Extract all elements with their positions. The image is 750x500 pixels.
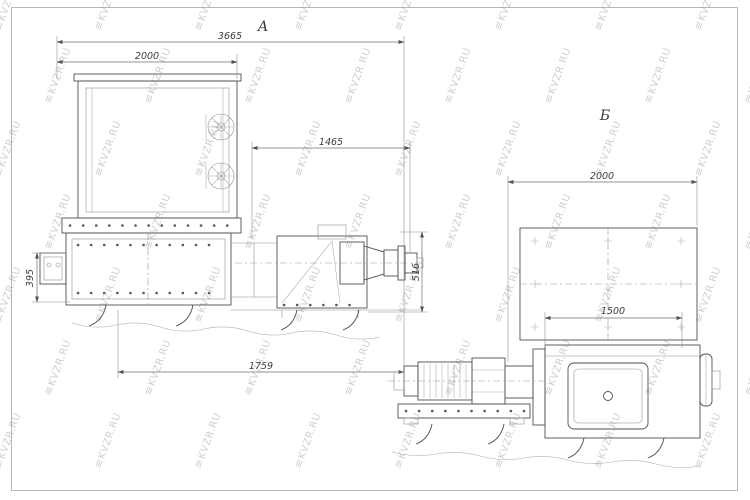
view-a-label: А [257, 19, 269, 35]
side-flange-inner [43, 256, 63, 281]
frame-top-box [317, 224, 347, 240]
frame-brace [281, 240, 341, 304]
view-b-machine [388, 227, 721, 468]
view-a-machine [39, 73, 425, 340]
fan-bottom [207, 162, 235, 190]
dim-text-discharge-height: 516 [411, 263, 422, 281]
base-foot-left [403, 417, 419, 425]
plan-cross-marks [531, 237, 685, 331]
view-b-dimensions: 2000 1500 Б [507, 108, 698, 362]
hopper-body [77, 80, 238, 219]
side-flange-bolt [55, 262, 61, 268]
dim-text-overall-width-b: 2000 [590, 171, 614, 182]
ground-line-b [391, 451, 701, 468]
hopper-wall-lines [91, 88, 224, 212]
transition-chute [231, 242, 277, 298]
extension-lines-b [507, 176, 698, 362]
plan-centerlines [520, 228, 697, 340]
access-door-inner [573, 368, 643, 424]
dim-text-side-offset: 395 [25, 269, 36, 287]
access-door [567, 362, 649, 430]
dim-text-inner-width-b: 1500 [601, 306, 625, 317]
sheet-border [11, 7, 738, 491]
door-handle [603, 391, 613, 401]
drive-base [397, 403, 531, 419]
lifting-hooks-a [88, 304, 360, 331]
hopper-inner-wall [85, 87, 230, 213]
extension-lines-a [32, 36, 427, 380]
lifting-hooks-b [415, 423, 665, 459]
hopper-lid [73, 73, 242, 82]
ground-line-a [71, 322, 381, 340]
end-shaft [711, 370, 721, 390]
side-flange-bolt [46, 262, 52, 268]
gearbox-lines [472, 369, 505, 393]
conveyor-frame [276, 235, 368, 309]
dim-text-overall-width: 3665 [218, 31, 242, 42]
conveyor-base [231, 309, 420, 318]
dim-text-discharge-length: 1465 [319, 137, 343, 148]
dim-text-base-length: 1759 [249, 361, 273, 372]
fan-top [207, 113, 235, 141]
view-a-dimensions: 3665 2000 1465 516 395 1759 А [25, 19, 427, 380]
base-housing-inner [71, 238, 226, 300]
view-b-label: Б [599, 108, 610, 124]
coupling [504, 365, 534, 399]
dim-text-hopper-width: 2000 [135, 51, 159, 62]
base-foot-right [509, 417, 525, 425]
mount-plate [532, 348, 546, 426]
